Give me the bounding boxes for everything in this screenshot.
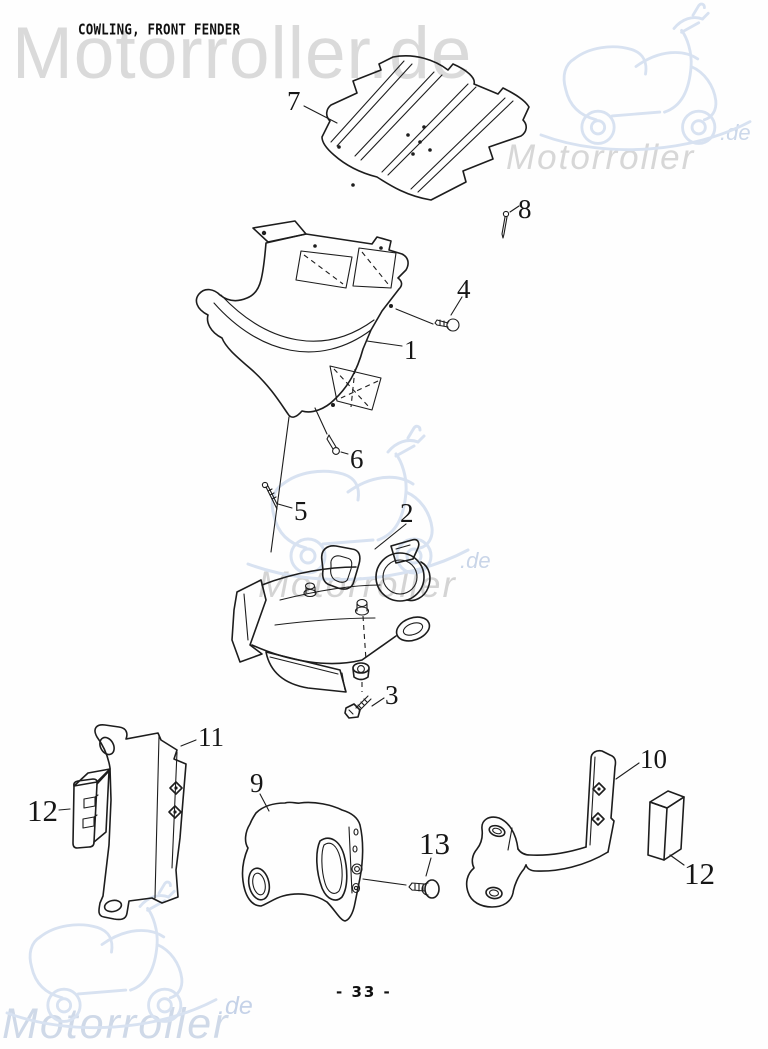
part-12-left-drawing	[58, 768, 111, 849]
part-label-9: 9	[250, 768, 264, 798]
scooter-sketch-bottom-left	[5, 880, 218, 1030]
part-label-12-left: 12	[27, 793, 58, 828]
part-5-drawing	[261, 481, 293, 510]
scooter-sketch-top-right	[539, 2, 752, 152]
part-label-2: 2	[400, 498, 414, 528]
part-2-drawing	[231, 523, 431, 693]
page-title: COWLING, FRONT FENDER	[78, 20, 241, 38]
page-number: - 33 -	[336, 983, 392, 1001]
part-label-4: 4	[457, 274, 471, 304]
part-label-3: 3	[385, 680, 399, 710]
part-label-12-right: 12	[684, 856, 715, 891]
part-label-7: 7	[287, 86, 301, 116]
part-6-drawing	[326, 434, 349, 455]
part-3-drawing	[344, 662, 385, 719]
part-10-drawing	[465, 749, 640, 908]
part-label-1: 1	[404, 335, 418, 365]
part-9-drawing	[241, 793, 407, 922]
part-label-13: 13	[419, 826, 450, 861]
part-label-8: 8	[518, 194, 532, 224]
part-1-drawing	[195, 220, 409, 553]
part-12-right-drawing	[647, 790, 685, 866]
part-label-10: 10	[640, 744, 667, 774]
part-label-5: 5	[294, 496, 308, 526]
part-label-11: 11	[198, 722, 224, 752]
part-13-drawing	[408, 857, 440, 899]
part-label-6: 6	[350, 444, 364, 474]
part-7-drawing	[303, 55, 530, 201]
part-11-drawing	[94, 724, 197, 921]
part-8-drawing	[501, 205, 520, 239]
part-4-drawing	[395, 296, 463, 332]
